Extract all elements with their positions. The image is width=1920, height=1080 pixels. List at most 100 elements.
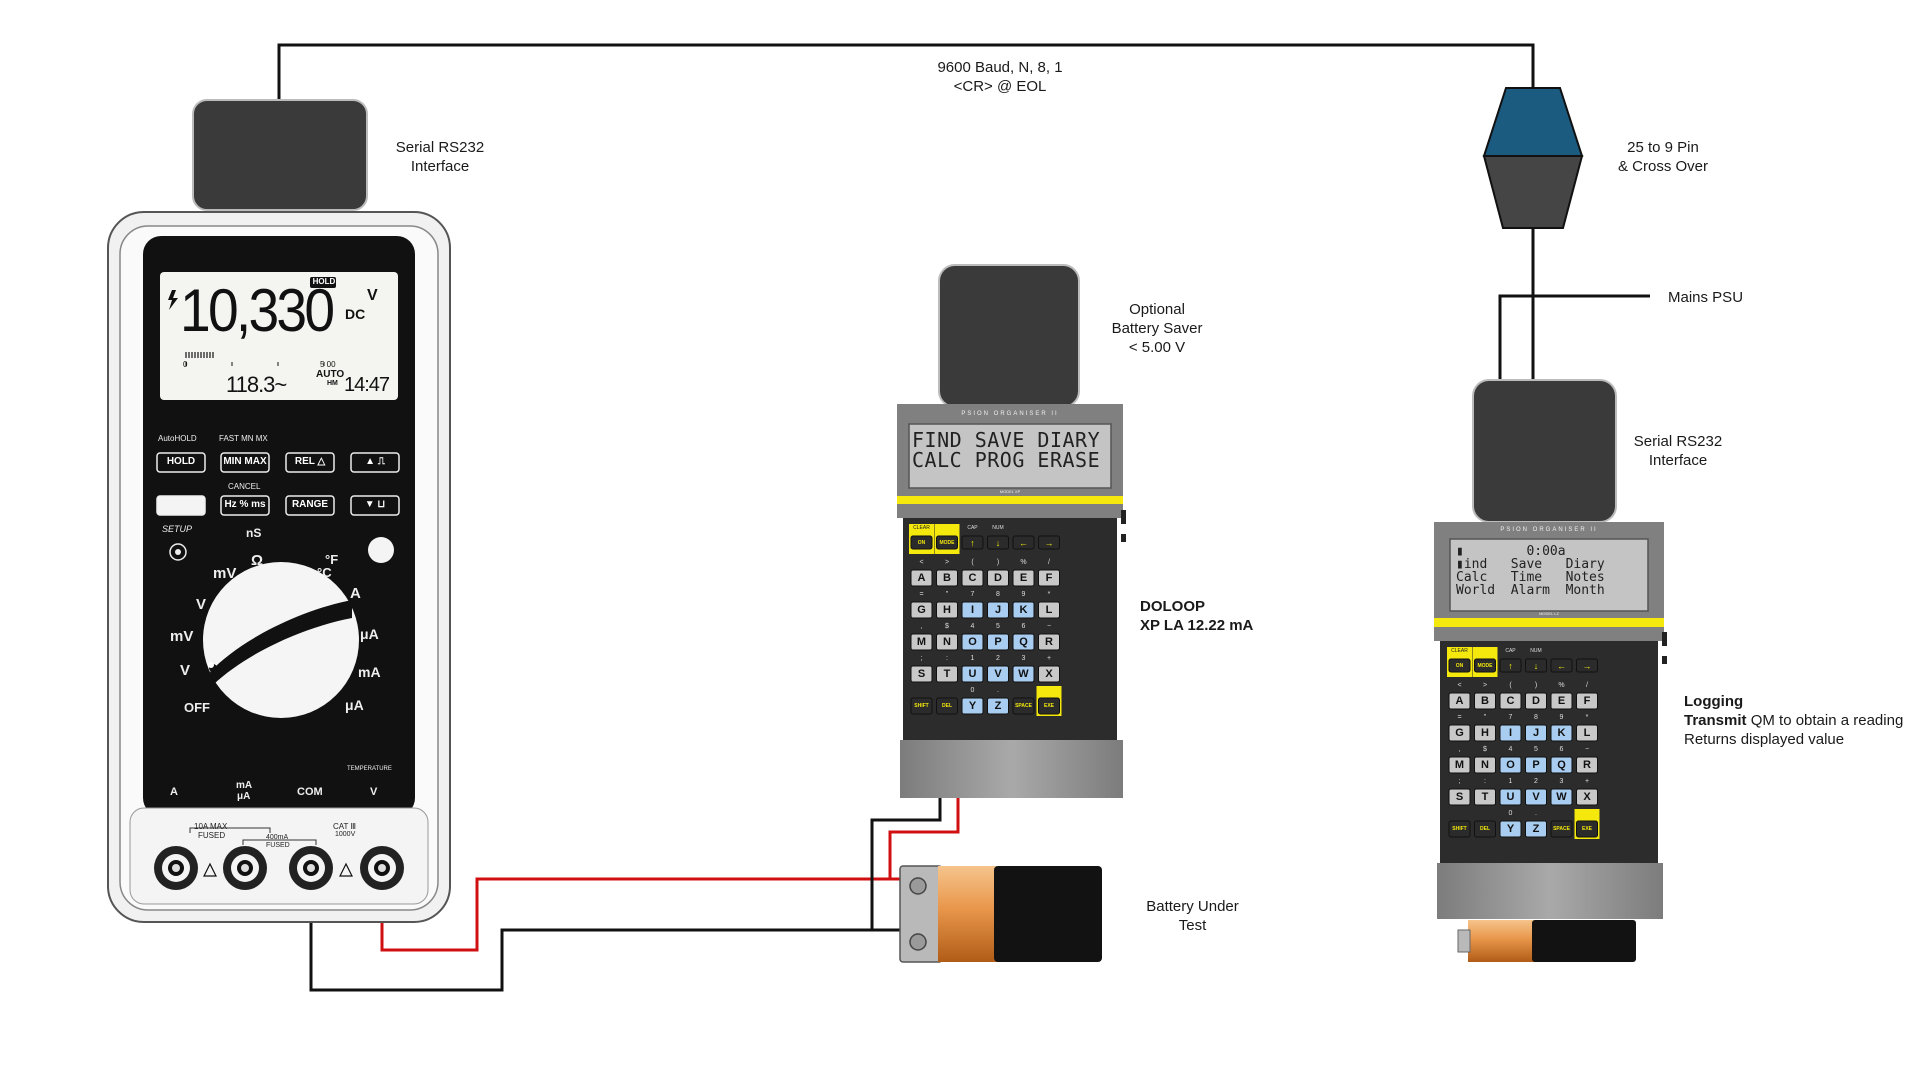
xp-key-y-label: Y [962,699,983,714]
dmm-term-ua-label: μA [237,791,250,802]
xp-key-n-label: N [937,635,958,650]
lz-key-p-secondary: 5 [1526,746,1547,753]
dmm-blank-button[interactable] [157,496,205,515]
lz-key-a-label: A [1449,694,1470,709]
xp-key-l-label: L [1039,603,1060,618]
dmm-cat-v: 1000V [335,831,355,838]
psion-xp-brand: PSION ORGANISER II [897,411,1123,417]
dmm-interface-label: Serial RS232 Interface [380,138,500,176]
dmm-minmax-button[interactable]: MIN MAX [221,456,269,467]
dmm-dial-v-ac: V [180,662,190,679]
dmm-setup: SETUP [162,524,192,534]
xp-key-q-secondary: 6 [1013,623,1034,630]
dmm-dial-ua-ac: μA [345,697,364,713]
lz-key-y-label: Y [1500,822,1521,837]
lz-key-f-secondary: / [1577,682,1598,689]
dmm-up-button[interactable]: ▲ ⎍ [351,456,399,467]
lz-key-r-label: R [1577,758,1598,773]
dmm-dial-ua: μA [360,626,379,642]
lz-key-k-secondary: 9 [1551,714,1572,721]
xp-key-y-secondary: 0 [962,687,983,694]
xp-key-p-secondary: 5 [988,623,1009,630]
xp-key-f-label: F [1039,571,1060,586]
xp-key-i-secondary: 7 [962,591,983,598]
dmm-dial-ohm: Ω [251,552,263,569]
xp-key-←-label: ← [1013,537,1034,549]
xp-key-w-label: W [1013,667,1034,682]
lz-key-o-secondary: 4 [1500,746,1521,753]
adapter-label: 25 to 9 Pin & Cross Over [1598,138,1728,176]
xp-key-e-label: E [1013,571,1034,586]
dmm-term-com-label: COM [297,786,323,798]
psion-xp-lcd-line2: CALC PROG ERASE [912,450,1100,470]
lz-key-t-secondary: : [1475,778,1496,785]
dmm-range-button[interactable]: RANGE [286,499,334,510]
dmm-down-button[interactable]: ▼ ⊔ [351,499,399,510]
dmm-dial-off: OFF [184,700,210,715]
xp-key-u-secondary: 1 [962,655,983,662]
dmm-fuse-fused: FUSED [198,831,225,840]
lz-key-m-label: M [1449,758,1470,773]
lz-key-↓-label: ↓ [1526,660,1547,672]
xp-key-d-label: D [988,571,1009,586]
dmm-bar-zero: 0 [183,360,187,369]
dmm-main-reading: 10,330 [180,278,332,344]
mains-psu-cable [1500,296,1650,380]
lz-key-l-secondary: * [1577,714,1598,721]
lz-key-f-label: F [1577,694,1598,709]
dmm-time: 14:47 [344,374,389,397]
logging-label: Logging Transmit QM to obtain a reading … [1684,692,1903,749]
dmm-term-temp-label: TEMPERATURE [347,766,392,772]
lz-key-b-label: B [1475,694,1496,709]
lz-key-←-label: ← [1551,660,1572,672]
lz-key-q-secondary: 6 [1551,746,1572,753]
baud-text: 9600 Baud, N, 8, 1 [840,58,1160,77]
dmm-fast-mn-mx: FAST MN MX [219,434,268,443]
xp-key-h-label: H [937,603,958,618]
dmm-hold-button[interactable]: HOLD [157,456,205,467]
dmm-cat: CAT Ⅲ [333,822,356,831]
dmm-fuse-400: 400mA [266,834,288,841]
psion-battery [1458,920,1636,962]
xp-key-mode-label: MODE [937,537,958,549]
saver-line3: < 5.00 V [1092,338,1222,357]
logging-title: Logging [1684,692,1903,711]
eol-text: <CR> @ EOL [840,77,1160,96]
xp-top-secondary-0: CLEAR [909,525,934,531]
xp-key-f-secondary: / [1039,559,1060,566]
lz-key-v-secondary: 2 [1526,778,1547,785]
xp-top-secondary-2: CAP [960,525,985,531]
xp-key-z-label: Z [988,699,1009,714]
lz-key-e-secondary: % [1551,682,1572,689]
xp-key-o-secondary: 4 [962,623,983,630]
lz-key-s-label: S [1449,790,1470,805]
xp-key-m-secondary: , [911,623,932,630]
xp-key-t-label: T [937,667,958,682]
lz-key-o-label: O [1500,758,1521,773]
xp-key-v-label: V [988,667,1009,682]
db25-to-db9-adapter [1484,88,1582,228]
doloop-line2: XP LA 12.22 mA [1140,616,1253,635]
adapter-line1: 25 to 9 Pin [1598,138,1728,157]
xp-key-k-secondary: 9 [1013,591,1034,598]
xp-key-o-label: O [962,635,983,650]
dmm-dial-mv: mV [213,565,236,582]
xp-key-↓-label: ↓ [988,537,1009,549]
xp-key-s-label: S [911,667,932,682]
dmm-rel-button[interactable]: REL △ [286,456,334,467]
xp-key-r-label: R [1039,635,1060,650]
dmm-interface-line2: Interface [380,157,500,176]
lz-key-space-label: SPACE [1551,822,1572,837]
dmm-unit-dc: DC [345,306,365,322]
xp-key-v-secondary: 2 [988,655,1009,662]
serial-settings-label: 9600 Baud, N, 8, 1 <CR> @ EOL [840,58,1160,96]
dmm-hz-button[interactable]: Hz % ms [221,499,269,510]
xp-key-r-secondary: − [1039,623,1060,630]
battery-saver-box [939,265,1079,407]
battery-under-test [900,866,1102,962]
lz-key-mode-label: MODE [1475,660,1496,672]
doloop-line1: DOLOOP [1140,597,1253,616]
battery-line2: Test [1130,916,1255,935]
xp-key-s-secondary: ; [911,655,932,662]
xp-key-z-secondary: . [988,687,1009,694]
